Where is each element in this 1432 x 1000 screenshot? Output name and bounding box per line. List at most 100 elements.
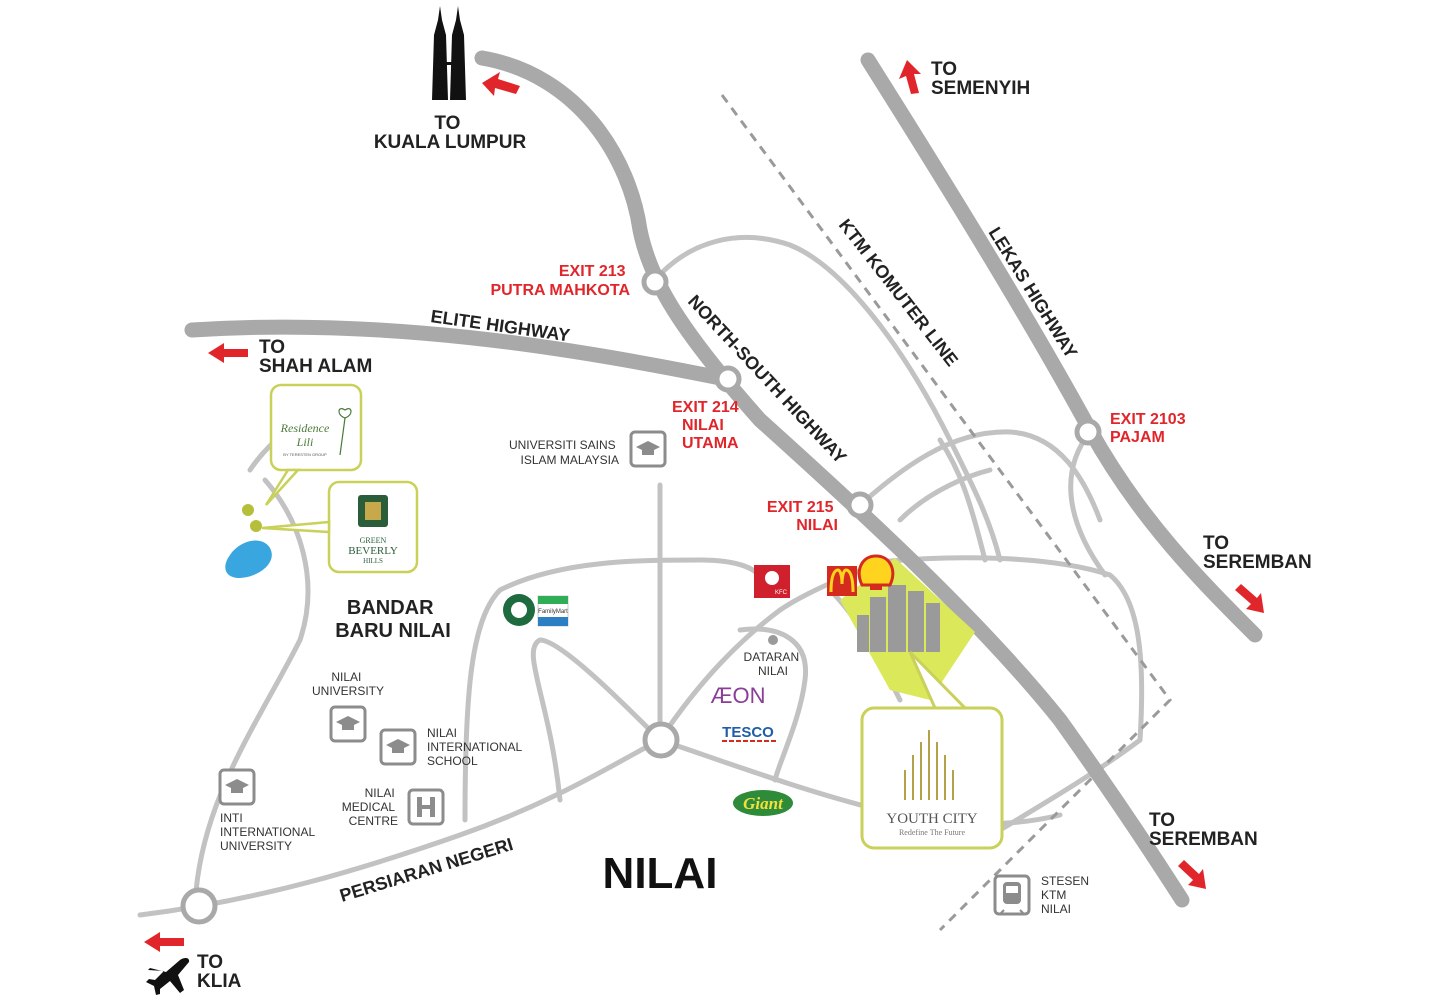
label-to-kl-line-2: KUALA LUMPUR [374, 132, 527, 153]
arrow-to-seremban-lower [1178, 860, 1206, 889]
familymart-icon: FamilyMart [537, 595, 569, 627]
label-nilai-medical-line-3: CENTRE [349, 814, 398, 828]
site-highlight [840, 558, 975, 700]
green-beverly-dot [250, 520, 262, 532]
label-to-kuala-lumpur: TO KUALA LUMPUR [374, 113, 527, 153]
train-station-icon [993, 874, 1031, 916]
green-beverly-line-2: BEVERLY [348, 545, 398, 557]
label-to-klia-line-1: TO [197, 952, 223, 973]
label-nilai-medical-line-2: MEDICAL [342, 800, 396, 814]
label-stesen-line-1: STESEN [1041, 874, 1089, 888]
label-exit-214-line-3: UTAMA [682, 435, 739, 452]
arrow-to-semenyih [899, 60, 921, 94]
label-inti-line-3: UNIVERSITY [220, 839, 292, 853]
shell-icon [857, 554, 895, 590]
tesco-logo: TESCO [722, 724, 776, 742]
familymart-label: FamilyMart [538, 609, 568, 615]
label-to-semenyih-line-2: SEMENYIH [931, 78, 1030, 99]
label-to-seremban-upper: TO SEREMBAN [1203, 533, 1312, 573]
label-stesen-line-3: NILAI [1041, 902, 1071, 916]
youth-city-logo [904, 730, 954, 800]
tesco-label: TESCO [722, 724, 774, 741]
label-to-seremban-lower-line-1: TO [1149, 810, 1175, 831]
lily-flower-icon [338, 408, 352, 456]
kfc-icon: KFC [754, 565, 790, 598]
label-exit-214-line-2: NILAI [682, 417, 724, 434]
label-dataran-nilai: DATARAN NILAI [744, 650, 803, 678]
giant-logo: Giant [733, 790, 793, 816]
crest-icon [358, 495, 388, 527]
label-to-seremban-lower: TO SEREMBAN [1149, 810, 1258, 850]
label-exit-213-line-1: EXIT 213 [559, 263, 626, 280]
exit-215-interchange [846, 491, 874, 519]
label-to-seremban-upper-line-1: TO [1203, 533, 1229, 554]
tower-illustration [857, 585, 940, 652]
label-nilai-int-line-2: INTERNATIONAL [427, 740, 522, 754]
label-to-seremban-upper-line-2: SEREMBAN [1203, 552, 1312, 573]
nilai-university-cap-icon [329, 705, 367, 743]
label-to-semenyih-line-1: TO [931, 59, 957, 80]
youth-city-site: YOUTH CITY Redefine The Future [840, 558, 1004, 850]
label-exit-215: EXIT 215 NILAI [767, 499, 838, 534]
label-to-semenyih: TO SEMENYIH [931, 59, 1030, 99]
dataran-nilai-dot [768, 635, 778, 645]
label-to-shah-alam-line-2: SHAH ALAM [259, 356, 372, 377]
label-inti-line-2: INTERNATIONAL [220, 825, 315, 839]
label-dataran-nilai-line-1: DATARAN [744, 650, 800, 664]
highways [184, 50, 1263, 908]
label-bandar-line-1: BANDAR [347, 597, 434, 619]
exit-2103-interchange [1074, 418, 1102, 446]
label-nilai-town: NILAI [603, 849, 718, 898]
label-bandar-baru-nilai: BANDAR BARU NILAI [335, 597, 451, 642]
interchanges [180, 268, 1102, 925]
label-nilai-university: NILAI UNIVERSITY [312, 670, 384, 698]
label-exit-2103-line-1: EXIT 2103 [1110, 411, 1186, 428]
label-inti-university: INTI INTERNATIONAL UNIVERSITY [220, 811, 318, 853]
label-exit-215-line-2: NILAI [796, 517, 838, 534]
label-exit-213: EXIT 213 PUTRA MAHKOTA [490, 263, 630, 299]
label-usim-line-2: ISLAM MALAYSIA [521, 453, 619, 467]
residence-lili-callout: Residence Lili BY TERESTEN GROUP [264, 383, 363, 506]
petronas-towers-icon [432, 6, 466, 100]
label-nilai-university-line-1: NILAI [331, 670, 361, 684]
label-exit-215-line-1: EXIT 215 [767, 499, 834, 516]
mcdonalds-icon [827, 566, 857, 596]
klia-roundabout [180, 887, 218, 925]
arrow-to-kuala-lumpur [482, 72, 520, 96]
aeon-logo: ÆON [711, 683, 766, 708]
residence-lili-subtitle: BY TERESTEN GROUP [283, 452, 327, 457]
label-nilai-medical-line-1: NILAI [365, 786, 395, 800]
airplane-icon [146, 957, 190, 995]
label-exit-213-line-2: PUTRA MAHKOTA [490, 282, 630, 299]
label-exit-214: EXIT 214 NILAI UTAMA [672, 399, 743, 452]
starbucks-icon [503, 594, 535, 626]
label-to-seremban-lower-line-2: SEREMBAN [1149, 829, 1258, 850]
nilai-roundabout [642, 721, 680, 759]
exit-214-interchange [714, 365, 742, 393]
label-to-shah-alam: TO SHAH ALAM [259, 337, 372, 377]
label-nilai-int-line-3: SCHOOL [427, 754, 478, 768]
usim-cap-icon [629, 430, 667, 468]
label-to-klia: TO KLIA [197, 952, 242, 992]
giant-label: Giant [743, 794, 784, 813]
label-stesen-line-2: KTM [1041, 888, 1066, 902]
kfc-label: KFC [775, 590, 788, 596]
ktm-komuter-line [720, 94, 1172, 932]
label-usim-line-1: UNIVERSITI SAINS [509, 438, 616, 452]
label-inti-line-1: INTI [220, 811, 243, 825]
youth-city-callout [860, 706, 1004, 850]
label-exit-2103-line-2: PAJAM [1110, 429, 1165, 446]
inti-cap-icon [218, 768, 256, 806]
label-bandar-line-2: BARU NILAI [335, 620, 451, 642]
green-beverly-line-3: HILLS [363, 557, 383, 565]
label-nilai-medical-centre: NILAI MEDICAL CENTRE [342, 786, 398, 828]
label-to-kl-line-1: TO [434, 113, 460, 134]
arrow-to-seremban-upper [1235, 584, 1264, 613]
label-stesen-ktm-nilai: STESEN KTM NILAI [1041, 874, 1092, 916]
green-beverly-callout: GREEN BEVERLY HILLS [261, 480, 419, 574]
youth-city-tagline: Redefine The Future [899, 828, 966, 837]
youth-city-name: YOUTH CITY [886, 811, 977, 827]
label-to-klia-line-2: KLIA [197, 971, 242, 992]
label-dataran-nilai-line-2: NILAI [758, 664, 788, 678]
